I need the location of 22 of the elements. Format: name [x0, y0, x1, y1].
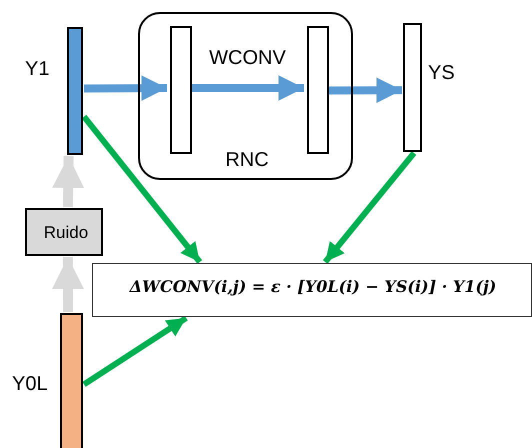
layer-bar	[67, 27, 83, 155]
node-label: Ruido	[42, 223, 90, 243]
arrow	[328, 77, 402, 104]
layer-bar	[403, 23, 422, 152]
arrow	[82, 315, 188, 387]
node-label: RNC	[224, 149, 270, 172]
layer-bar	[307, 26, 329, 154]
arrow	[84, 75, 168, 101]
arrow	[52, 156, 84, 208]
layer-label: Y0L	[12, 373, 48, 396]
arrow	[191, 75, 304, 101]
layer-bar	[170, 26, 192, 154]
arrow	[82, 114, 202, 264]
arrow	[52, 256, 84, 312]
network-container	[138, 12, 353, 180]
layer-label: Y1	[25, 58, 50, 81]
formula: ΔWCONV(i,j) = ε · [Y0L(i) − YS(i)] · Y1(j)	[128, 277, 498, 296]
layer-label: YS	[428, 62, 455, 85]
process-box	[25, 208, 103, 256]
layer-bar	[60, 313, 83, 448]
formula-box	[92, 263, 532, 317]
arrow	[322, 151, 416, 264]
